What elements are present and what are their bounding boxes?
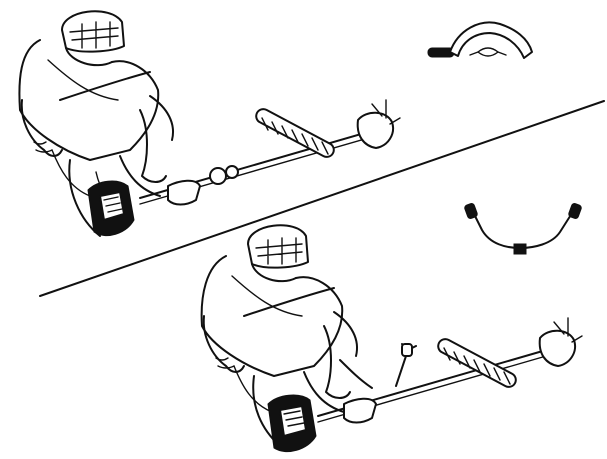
roller-bar-bottom: [436, 337, 519, 390]
engine-bottom: [268, 395, 316, 452]
bottom-panel: [202, 203, 582, 452]
trimmer-bottom: [318, 318, 582, 423]
bike-handle-icon: [464, 203, 582, 254]
top-panel: [19, 11, 532, 236]
roller-bar-top: [254, 107, 337, 160]
loop-handle-icon: [428, 22, 532, 58]
engine-top: [88, 181, 134, 236]
